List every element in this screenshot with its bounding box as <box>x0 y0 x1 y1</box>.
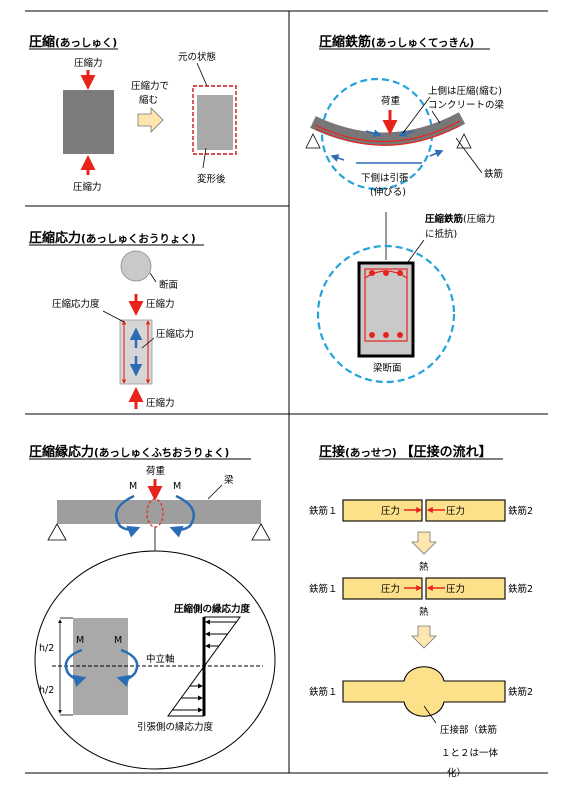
original-state-label: 元の状態 <box>178 51 216 63</box>
heat-label-b: 熱 <box>419 606 429 618</box>
rebar1-label-c: 鉄筋１ <box>309 686 338 698</box>
panel5-title-bracket: 【圧接の流れ】 <box>401 444 492 460</box>
rebar1-label-b: 鉄筋１ <box>309 583 338 595</box>
stress-column <box>119 319 153 385</box>
panel3-title: 圧縮鉄筋 <box>319 34 371 50</box>
moment-inner-left-label: M <box>76 635 84 646</box>
support-left-icon <box>305 133 321 149</box>
top-compression-label: 上側は圧縮(縮む) <box>428 85 502 97</box>
tens-edge-stress-label: 引張側の縁応力度 <box>137 721 214 733</box>
weld-note-2: １と２は一体 <box>441 747 499 759</box>
panel-compressive-stress: 圧縮応力(あっしゅくおうりょく) 断面 圧縮力 圧縮応力度 圧縮応力 圧縮力 <box>29 230 204 409</box>
support-right-icon <box>251 523 271 541</box>
transform-arrow-icon <box>137 107 164 133</box>
section-label: 断面 <box>159 279 178 291</box>
rebar2-label-a: 鉄筋2 <box>508 505 533 517</box>
svg-text:圧縮縁応力(あっしゅくふちおうりょく): 圧縮縁応力(あっしゅくふちおうりょく) <box>29 444 229 460</box>
detail-ellipse <box>34 550 276 770</box>
svg-text:圧縮応力(あっしゅくおうりょく): 圧縮応力(あっしゅくおうりょく) <box>29 230 196 246</box>
rebar1-label-a: 鉄筋１ <box>309 505 338 517</box>
panel4-title: 圧縮縁応力 <box>29 444 94 460</box>
moment-arrow-inner-left <box>64 648 87 687</box>
panel2-title: 圧縮応力 <box>29 230 81 246</box>
pressure-right-a: 圧力 <box>446 505 465 517</box>
rebar2-bar-b <box>425 577 506 600</box>
h-half-bottom-label: h/2 <box>39 685 54 696</box>
beam-section-label: 梁断面 <box>373 362 402 374</box>
weld-note-1: 圧接部（鉄筋 <box>440 724 497 736</box>
after-deform-label: 変形後 <box>197 173 226 185</box>
comp-rebar-bold: 圧縮鉄筋 <box>425 213 464 225</box>
bottom-tension-label-2: (伸びる) <box>370 186 406 198</box>
panel-pressure-welding: 圧接(あっせつ) 【圧接の流れ】 鉄筋１ 圧力 圧力 鉄筋2 熱 鉄筋１ 圧力 圧… <box>309 444 533 779</box>
stress-label: 圧縮応力 <box>156 328 194 340</box>
svg-text:圧接(あっせつ)【圧接の流れ】: 圧接(あっせつ) 【圧接の流れ】 <box>319 444 492 460</box>
panel2-title-reading: (あっしゅくおうりょく) <box>81 232 196 245</box>
heat-label-a: 熱 <box>419 561 429 573</box>
panel-compression-rebar: 圧縮鉄筋(あっしゅくてっきん) 荷重 上側は圧縮(縮む) コンクリートの梁 下側… <box>305 34 505 384</box>
panel1-title-reading: (あっしゅく) <box>55 36 117 49</box>
pressure-right-b: 圧力 <box>446 583 465 595</box>
svg-text:圧縮鉄筋(あっしゅくてっきん): 圧縮鉄筋(あっしゅくてっきん) <box>319 34 474 50</box>
stress-intensity-label: 圧縮応力度 <box>52 298 100 310</box>
neutral-axis-label: 中立軸 <box>146 653 175 665</box>
curved-beam <box>310 112 466 146</box>
stress-triangle <box>167 616 241 717</box>
moment-left-label: M <box>129 481 137 492</box>
force-bottom-label: 圧縮力 <box>73 181 102 193</box>
moment-arrow-left <box>115 494 141 538</box>
comp-rebar-rest: (圧縮力 <box>463 213 495 225</box>
weld-note-3: 化） <box>447 767 466 779</box>
process-arrow-1-icon <box>411 531 437 555</box>
svg-text:圧縮鉄筋(圧縮力: 圧縮鉄筋(圧縮力 <box>425 213 495 225</box>
svg-text:圧縮(あっしゅく): 圧縮(あっしゅく) <box>29 34 117 50</box>
panel-grid <box>25 10 548 774</box>
support-left-icon <box>47 523 67 541</box>
force-bottom-label: 圧縮力 <box>146 397 175 409</box>
welded-rebar <box>342 666 506 717</box>
concrete-beam-label: コンクリートの梁 <box>428 99 505 111</box>
panel4-title-reading: (あっしゅくふちおうりょく) <box>94 446 229 459</box>
rebar2-label-b: 鉄筋2 <box>508 583 533 595</box>
rebar2-bar-a <box>425 499 506 522</box>
force-top-label: 圧縮力 <box>146 298 175 310</box>
force-top-label: 圧縮力 <box>74 57 103 69</box>
original-outline <box>192 85 237 155</box>
h-half-top-label: h/2 <box>39 643 54 654</box>
panel-compression: 圧縮(あっしゅく) 圧縮力 圧縮力 圧縮力で 縮む 元の状態 変形後 <box>29 34 237 193</box>
load-label: 荷重 <box>146 465 166 477</box>
moment-inner-right-label: M <box>114 635 122 646</box>
panel5-title: 圧接 <box>319 444 345 460</box>
bottom-tension-label-1: 下側は引張 <box>361 172 409 184</box>
process-arrow-2-icon <box>411 625 437 649</box>
comp-edge-stress-label: 圧縮側の縁応力度 <box>174 603 251 615</box>
panel-compression-edge-stress: 圧縮縁応力(あっしゅくふちおうりょく) 荷重 M M 梁 h/2 h/2 中立軸… <box>29 444 276 770</box>
support-right-icon <box>456 133 472 149</box>
panel5-title-reading: (あっせつ) <box>345 446 397 459</box>
pressure-left-a: 圧力 <box>381 505 400 517</box>
cross-section-icon <box>120 250 152 282</box>
panel3-title-reading: (あっしゅくてっきん) <box>371 36 474 49</box>
rebar2-label-c: 鉄筋2 <box>508 686 533 698</box>
pressure-left-b: 圧力 <box>381 583 400 595</box>
rebar-label: 鉄筋 <box>484 168 503 180</box>
arrow-caption-1: 圧縮力で <box>131 80 169 92</box>
comp-rebar-line2: に抵抗) <box>425 228 457 240</box>
moment-right-label: M <box>173 481 181 492</box>
moment-arrow-inner-right <box>116 648 139 687</box>
panel1-title: 圧縮 <box>29 34 55 50</box>
zoom-circle-bottom <box>316 244 456 384</box>
block-before <box>63 90 114 154</box>
block-after <box>197 95 233 150</box>
beam-bar <box>57 500 261 524</box>
beam-label: 梁 <box>224 474 234 486</box>
moment-arrow-right <box>169 494 195 538</box>
load-label: 荷重 <box>381 95 401 107</box>
arrow-caption-2: 縮む <box>139 94 158 106</box>
